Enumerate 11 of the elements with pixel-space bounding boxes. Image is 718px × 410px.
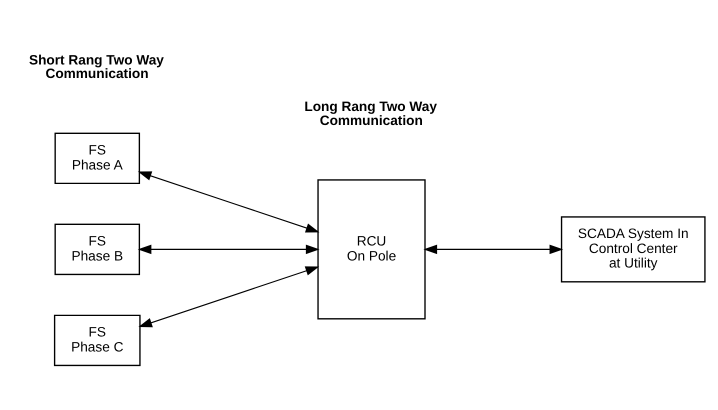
arrow	[138, 244, 320, 254]
node-box: FS Phase B	[54, 224, 140, 276]
node-box: FS Phase A	[54, 132, 140, 184]
node-box: FS Phase C	[54, 314, 141, 366]
label: Short Rang Two Way Communication	[29, 52, 164, 82]
arrow	[138, 266, 320, 328]
arrow	[138, 171, 320, 233]
node-box: RCU On Pole	[317, 179, 426, 320]
node-box: SCADA System In Control Center at Utility	[560, 216, 706, 282]
label: Long Rang Two Way Communication	[304, 99, 437, 128]
arrow	[423, 244, 564, 254]
